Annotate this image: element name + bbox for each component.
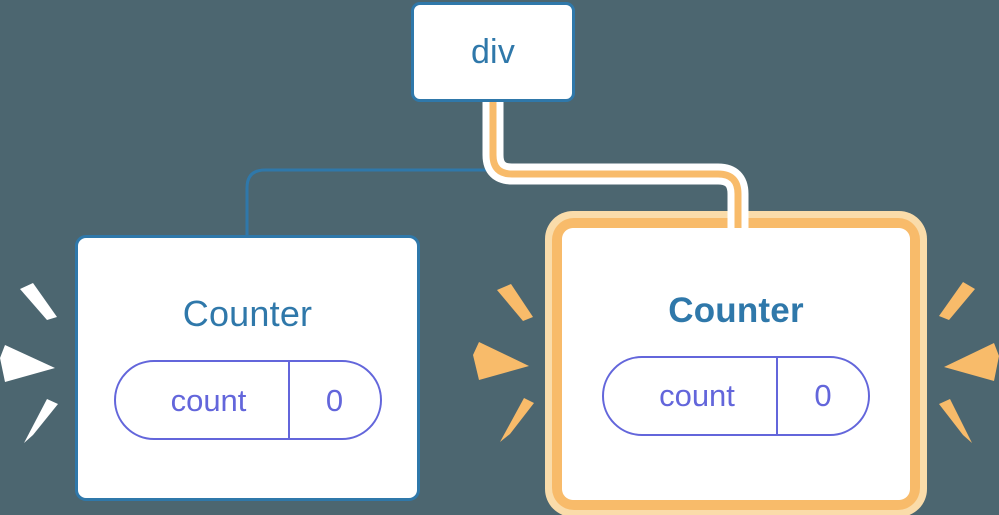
node-counter-left[interactable]: Counter count 0 <box>75 235 420 501</box>
node-counter-right[interactable]: Counter count 0 <box>562 228 910 500</box>
node-div[interactable]: div <box>411 2 575 102</box>
sparkle-ray-middle <box>944 343 999 381</box>
counter-right-state-value: 0 <box>776 357 868 434</box>
sparkle-ray-middle <box>0 345 55 382</box>
sparkle-ray-lower <box>24 399 58 443</box>
counter-left-state-value: 0 <box>287 362 380 438</box>
edge-div-to-counter-left <box>245 102 495 237</box>
counter-left-state-pill: count 0 <box>113 360 382 440</box>
sparkle-group-left <box>0 283 58 443</box>
sparkle-group-middle <box>473 284 534 442</box>
counter-left-title: Counter <box>182 293 313 334</box>
counter-left-state-key: count <box>170 382 247 418</box>
counter-right-title: Counter <box>668 290 804 330</box>
sparkle-ray-lower <box>500 398 534 442</box>
sparkle-group-right <box>939 282 999 443</box>
sparkle-ray-upper <box>497 284 533 321</box>
node-div-label: div <box>470 33 516 71</box>
counter-right-state-key: count <box>659 378 735 413</box>
counter-right-state-pill: count 0 <box>602 355 870 436</box>
sparkle-ray-lower <box>939 399 972 443</box>
sparkle-ray-middle <box>473 342 529 380</box>
sparkle-ray-upper <box>20 283 57 320</box>
sparkle-ray-upper <box>939 282 975 320</box>
